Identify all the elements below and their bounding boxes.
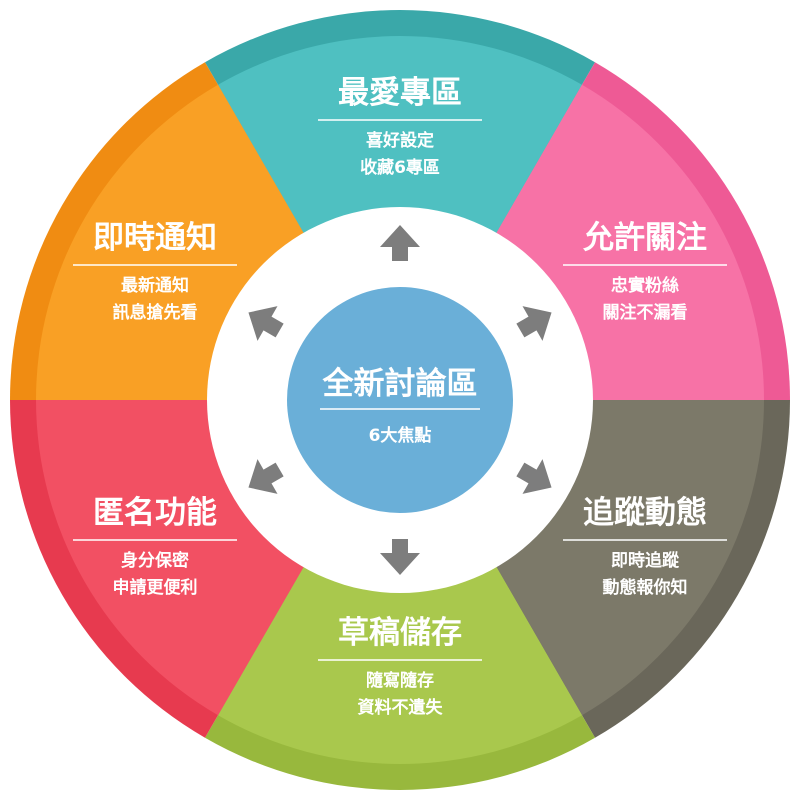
arrow-icon-4 [380,539,420,575]
segment-notify-line-1: 最新通知 [121,275,189,296]
segment-favorites-title: 最愛專區 [338,75,462,111]
segment-favorites-line-2: 收藏6專區 [360,157,440,178]
segment-tracking-line-2: 動態報你知 [603,577,688,598]
segment-anonymous-title: 匿名功能 [93,495,217,531]
arrow-icon-3 [516,459,552,494]
segment-follow-line-1: 忠實粉絲 [611,275,679,296]
segment-tracking-title: 追蹤動態 [583,495,707,531]
segment-follow-title: 允許關注 [582,220,707,256]
segment-notify-line-2: 訊息搶先看 [113,302,198,323]
center-hub: 全新討論區 6大焦點 [287,287,513,513]
center-title: 全新討論區 [322,366,478,402]
center-hub-circle [287,287,513,513]
arrow-icon-5 [248,459,284,494]
segment-draft-title: 草稿儲存 [338,615,462,651]
segment-notify-title: 即時通知 [93,220,217,256]
arrow-icon-1 [380,225,420,261]
segment-draft-line-1: 隨寫隨存 [366,670,434,691]
center-subtitle: 6大焦點 [369,425,432,446]
arrow-icon-6 [248,306,284,341]
arrow-icon-2 [516,306,552,341]
segment-anonymous-line-1: 身分保密 [121,550,189,571]
segment-anonymous-line-2: 申請更便利 [113,577,198,598]
segment-draft-line-2: 資料不遺失 [358,697,444,718]
segment-tracking-line-1: 即時追蹤 [611,550,680,571]
segment-follow-line-2: 關注不漏看 [603,302,688,323]
segment-favorites-line-1: 喜好設定 [366,130,434,151]
arrows-layer [248,225,552,575]
